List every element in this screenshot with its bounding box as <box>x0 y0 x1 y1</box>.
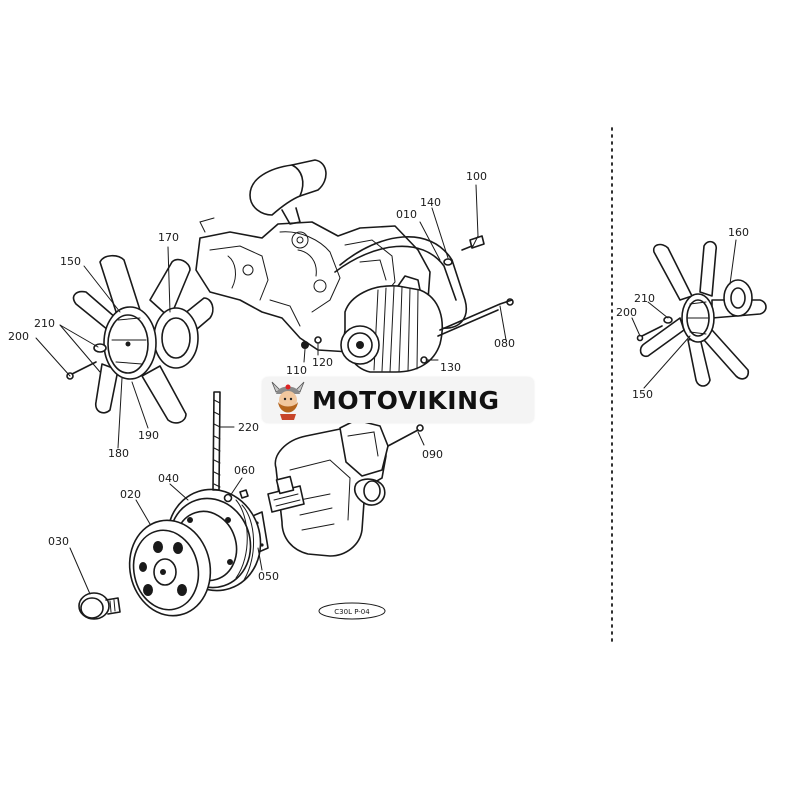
label-210: 210 <box>34 317 55 330</box>
label-r160: 160 <box>728 226 749 239</box>
label-100: 100 <box>466 170 487 183</box>
label-010: 010 <box>396 208 417 221</box>
label-180: 180 <box>108 447 129 460</box>
label-060: 060 <box>234 464 255 477</box>
water-pump <box>247 419 424 557</box>
engine-block <box>195 159 467 353</box>
label-020: 020 <box>120 488 141 501</box>
label-200: 200 <box>8 330 29 343</box>
label-190: 190 <box>138 429 159 442</box>
label-120: 120 <box>312 356 333 369</box>
watermark-banner: MOTOVIKING <box>262 377 534 423</box>
label-050: 050 <box>258 570 279 583</box>
label-110: 110 <box>286 364 307 377</box>
crank-pulley <box>128 519 212 617</box>
fan-belt <box>212 391 221 491</box>
alternator <box>340 275 514 373</box>
part-labels: 010 140 100 080 130 120 110 090 170 150 … <box>8 170 749 583</box>
leader-lines <box>35 184 737 595</box>
label-080: 080 <box>494 337 515 350</box>
cap <box>78 592 121 620</box>
fan-left <box>66 254 214 424</box>
label-090: 090 <box>422 448 443 461</box>
label-r210: 210 <box>634 292 655 305</box>
label-r200: 200 <box>616 306 637 319</box>
label-040: 040 <box>158 472 179 485</box>
watermark-text: MOTOVIKING <box>312 385 500 415</box>
viking-logo-icon <box>271 381 305 420</box>
label-r150: 150 <box>632 388 653 401</box>
label-220: 220 <box>238 421 259 434</box>
drawing-code-text: C30L P-04 <box>334 608 370 616</box>
label-140: 140 <box>420 196 441 209</box>
label-030: 030 <box>48 535 69 548</box>
fan-right <box>636 240 767 387</box>
drawing-code: C30L P-04 <box>318 602 386 620</box>
label-170: 170 <box>158 231 179 244</box>
label-130: 130 <box>440 361 461 374</box>
label-150: 150 <box>60 255 81 268</box>
